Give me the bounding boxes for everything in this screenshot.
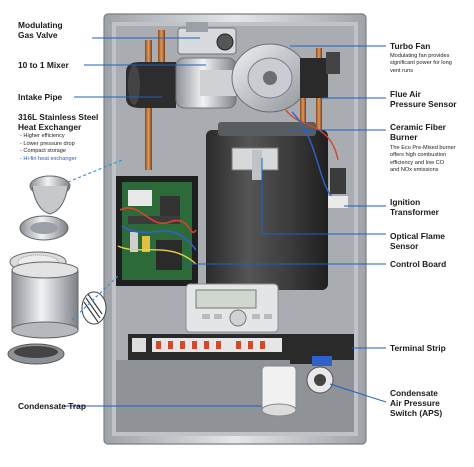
terminal-strip-shape bbox=[128, 334, 354, 360]
exploded-heat-exchanger bbox=[7, 175, 79, 365]
heat-exchanger-bullets: - Higher efficiency - Lower pressure dro… bbox=[20, 133, 77, 163]
label-line: Transformer bbox=[390, 207, 439, 217]
bullet-item: - Higher efficiency bbox=[20, 133, 65, 139]
label-mixer: 10 to 1 Mixer bbox=[18, 60, 69, 70]
label-line: Flue Air bbox=[390, 89, 421, 99]
label-line: Gas Valve bbox=[18, 30, 58, 40]
label-line: Ignition bbox=[390, 197, 421, 207]
label-turbo-fan: Turbo Fan bbox=[390, 41, 430, 51]
label-line: Turbo Fan bbox=[390, 41, 431, 51]
label-ignition-transformer: Ignition Transformer bbox=[390, 197, 439, 217]
label-ceramic-fiber-burner: Ceramic Fiber Burner bbox=[390, 122, 446, 142]
label-line: 316L Stainless Steel bbox=[18, 112, 99, 122]
desc-line: efficiency and low CO bbox=[390, 159, 444, 166]
label-optical-flame-sensor: Optical Flame Sensor bbox=[390, 231, 445, 251]
desc-line: The Eco Pre-Mixed burner bbox=[390, 145, 456, 151]
label-line: Heat Exchanger bbox=[18, 122, 82, 132]
desc-line: and NOx emissions bbox=[390, 167, 439, 174]
label-line: 10 to 1 Mixer bbox=[18, 60, 69, 70]
label-line: Control Board bbox=[390, 259, 447, 269]
label-line: Modulating bbox=[18, 20, 63, 30]
bullet-item: - Compact storage bbox=[20, 148, 67, 155]
gas-valve bbox=[177, 22, 237, 55]
control-board-shape bbox=[116, 176, 198, 286]
turbo-fan-description: Modulating fan provides significant powe… bbox=[390, 53, 452, 75]
callout-dash-upper bbox=[67, 159, 123, 183]
label-line: Optical Flame bbox=[390, 231, 445, 241]
heat-exchanger-shape bbox=[206, 122, 328, 290]
label-line: Sensor bbox=[390, 241, 419, 251]
label-terminal-strip: Terminal Strip bbox=[390, 343, 446, 353]
wiring bbox=[285, 109, 348, 208]
desc-line: significant power for long bbox=[390, 60, 452, 67]
desc-line: offers high combustion bbox=[390, 152, 447, 159]
leader-lines bbox=[64, 37, 387, 407]
label-intake-pipe: Intake Pipe bbox=[18, 92, 62, 102]
label-line: Pressure Sensor bbox=[390, 99, 457, 109]
label-flue-air-pressure-sensor: Flue Air Pressure Sensor bbox=[390, 89, 457, 109]
bottom-section bbox=[116, 356, 354, 432]
label-heat-exchanger: 316L Stainless Steel Heat Exchanger bbox=[18, 112, 98, 132]
desc-line: Modulating fan provides bbox=[390, 53, 450, 59]
label-line: Condensate Trap bbox=[18, 401, 86, 411]
label-line: Condensate bbox=[390, 388, 438, 398]
label-control-board: Control Board bbox=[390, 259, 446, 269]
label-line: Intake Pipe bbox=[18, 92, 63, 102]
display-panel bbox=[185, 283, 279, 333]
intake-pipe-shape bbox=[126, 62, 176, 108]
label-line: Ceramic Fiber bbox=[390, 122, 446, 132]
label-condensate-trap: Condensate Trap bbox=[18, 401, 86, 411]
label-condensate-aps: Condensate Air Pressure Switch (APS) bbox=[390, 388, 442, 418]
label-line: Terminal Strip bbox=[390, 343, 446, 353]
label-modulating-gas-valve: Modulating Gas Valve bbox=[18, 20, 63, 40]
desc-line: vent runs bbox=[390, 67, 414, 74]
label-line: Burner bbox=[390, 132, 418, 142]
label-line: Switch (APS) bbox=[390, 408, 443, 418]
callout-dashes bbox=[67, 159, 123, 321]
bullet-item-highlight: - Hi-fin heat exchanger bbox=[20, 155, 77, 162]
bullet-item: - Lower pressure drop bbox=[20, 140, 75, 147]
turbo-fan-shape bbox=[231, 43, 340, 113]
label-line: Air Pressure bbox=[390, 398, 440, 408]
burner-description: The Eco Pre-Mixed burner offers high com… bbox=[390, 145, 456, 175]
leader-aps bbox=[329, 383, 387, 403]
fin-detail bbox=[81, 291, 107, 325]
